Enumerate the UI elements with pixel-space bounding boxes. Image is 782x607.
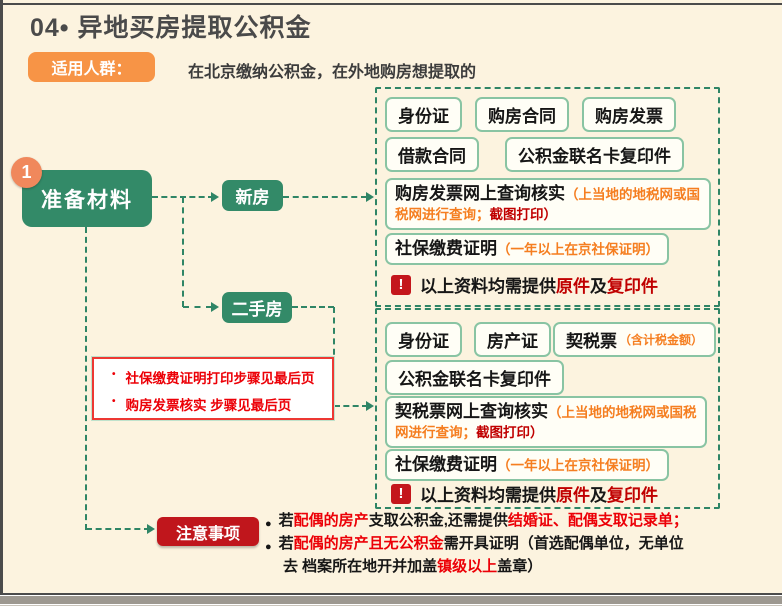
social-main-text: 社保缴费证明 xyxy=(395,239,497,258)
exclamation-icon: ! xyxy=(391,483,411,504)
next-page-edge xyxy=(0,605,782,606)
slide-bottom-border xyxy=(0,593,782,595)
step-number-badge: 1 xyxy=(11,157,42,188)
connector-to-notice xyxy=(86,528,150,530)
material-pill: 购房发票 xyxy=(582,97,676,132)
warning-text: 以上资料均需提供原件及复印件 xyxy=(420,277,658,296)
material-pill: 公积金联名卡复印件 xyxy=(385,360,564,395)
arrowhead-to-box2-icon xyxy=(366,401,374,411)
material-pill: 购房合同 xyxy=(475,97,569,132)
page-title: 04• 异地买房提取公积金 xyxy=(30,14,312,42)
notice-item: ● 若配偶的房产支取公积金,还需提供结婚证、配偶支取记录单； xyxy=(265,511,770,534)
slide-top-border xyxy=(0,3,782,5)
notice-item: ● 若配偶的房产且无公积金需开具证明（首选配偶单位，无单位 xyxy=(265,534,770,557)
audience-badge: 适用人群： xyxy=(28,52,155,82)
bullet-icon: • xyxy=(112,369,116,380)
page-separator xyxy=(0,596,782,604)
social-note-orange: （一年以上在京社保证明） xyxy=(497,242,659,257)
notice-list: ● 若配偶的房产支取公积金,还需提供结婚证、配偶支取记录单； ● 若配偶的房产且… xyxy=(265,511,770,577)
branch-second-hand-box: 二手房 xyxy=(222,292,292,323)
side-note-box: • 社保缴费证明打印步骤见最后页 • 购房发票核实 步骤见最后页 xyxy=(92,357,334,420)
side-note-item: 购房发票核实 步骤见最后页 xyxy=(125,398,292,413)
connector-step-down xyxy=(85,227,87,530)
connector-branch-down xyxy=(182,197,184,307)
notice-text: 若配偶的房产支取公积金,还需提供结婚证、配偶支取记录单； xyxy=(278,512,688,529)
arrowhead-to-box1-icon xyxy=(366,192,374,202)
audience-description: 在北京缴纳公积金，在外地购房想提取的 xyxy=(188,64,477,81)
material-pill: 房产证 xyxy=(474,322,551,357)
slide-left-border xyxy=(0,0,3,593)
material-pill-verify: 契税票网上查询核实（上当地的地税网或国税网进行查询；截图打印） xyxy=(385,396,707,448)
social-main-text: 社保缴费证明 xyxy=(395,455,497,474)
arrowhead-to-new-icon xyxy=(211,192,219,202)
step-label-box: 准备材料 xyxy=(22,170,152,227)
connector-second-hand-out xyxy=(292,306,334,308)
material-pill: 身份证 xyxy=(385,322,462,357)
verify-note-red: 截图打印） xyxy=(489,207,558,222)
verify-note-red: 截图打印） xyxy=(476,425,544,440)
arrowhead-to-second-hand-icon xyxy=(211,302,219,312)
verify-note-orange: （上当地的地税网或国税网进行查询； xyxy=(395,405,697,440)
material-pill-tax: 契税票（含计税金额） xyxy=(553,322,717,357)
warning-text: 以上资料均需提供原件及复印件 xyxy=(420,486,658,505)
notice-text: 去 档案所在地开并加盖镇级以上盖章） xyxy=(283,558,543,575)
tax-pill-note: （含计税金额） xyxy=(619,333,704,347)
connector-new-to-box1 xyxy=(283,196,367,198)
verify-main-text: 购房发票网上查询核实 xyxy=(395,184,565,203)
material-pill: 身份证 xyxy=(385,97,462,132)
notice-badge: 注意事项 xyxy=(157,517,259,546)
bullet-icon: ● xyxy=(265,518,272,530)
material-pill-verify: 购房发票网上查询核实（上当地的地税网或国税网进行查询；截图打印） xyxy=(385,178,711,230)
social-note-orange: （一年以上在京社保证明） xyxy=(497,458,659,473)
notice-item-continued: 去 档案所在地开并加盖镇级以上盖章） xyxy=(265,557,770,577)
exclamation-icon: ! xyxy=(391,274,411,295)
verify-main-text: 契税票网上查询核实 xyxy=(395,402,548,421)
notice-text: 若配偶的房产且无公积金需开具证明（首选配偶单位，无单位 xyxy=(278,535,684,552)
material-pill: 公积金联名卡复印件 xyxy=(505,137,684,172)
connector-second-hand-down xyxy=(333,307,335,407)
arrowhead-to-notice-icon xyxy=(147,524,155,534)
material-pill-social: 社保缴费证明（一年以上在京社保证明） xyxy=(385,233,669,265)
connector-to-box2 xyxy=(334,405,368,407)
side-note-item: 社保缴费证明打印步骤见最后页 xyxy=(125,371,315,386)
second-hand-materials-box: 身份证 房产证 契税票（含计税金额） 公积金联名卡复印件 契税票网上查询核实（上… xyxy=(375,308,720,509)
verify-note-orange: （上当地的地税网或国税网进行查询； xyxy=(395,187,700,222)
tax-pill-main: 契税票 xyxy=(566,332,617,351)
material-pill: 借款合同 xyxy=(385,137,479,172)
bullet-icon: • xyxy=(112,396,116,407)
material-pill-social: 社保缴费证明（一年以上在京社保证明） xyxy=(385,449,669,481)
branch-new-home-box: 新房 xyxy=(222,180,283,211)
new-home-materials-box: 身份证 购房合同 购房发票 借款合同 公积金联名卡复印件 购房发票网上查询核实（… xyxy=(375,87,720,307)
connector-to-second-hand xyxy=(183,306,212,308)
bullet-icon: ● xyxy=(265,541,272,553)
